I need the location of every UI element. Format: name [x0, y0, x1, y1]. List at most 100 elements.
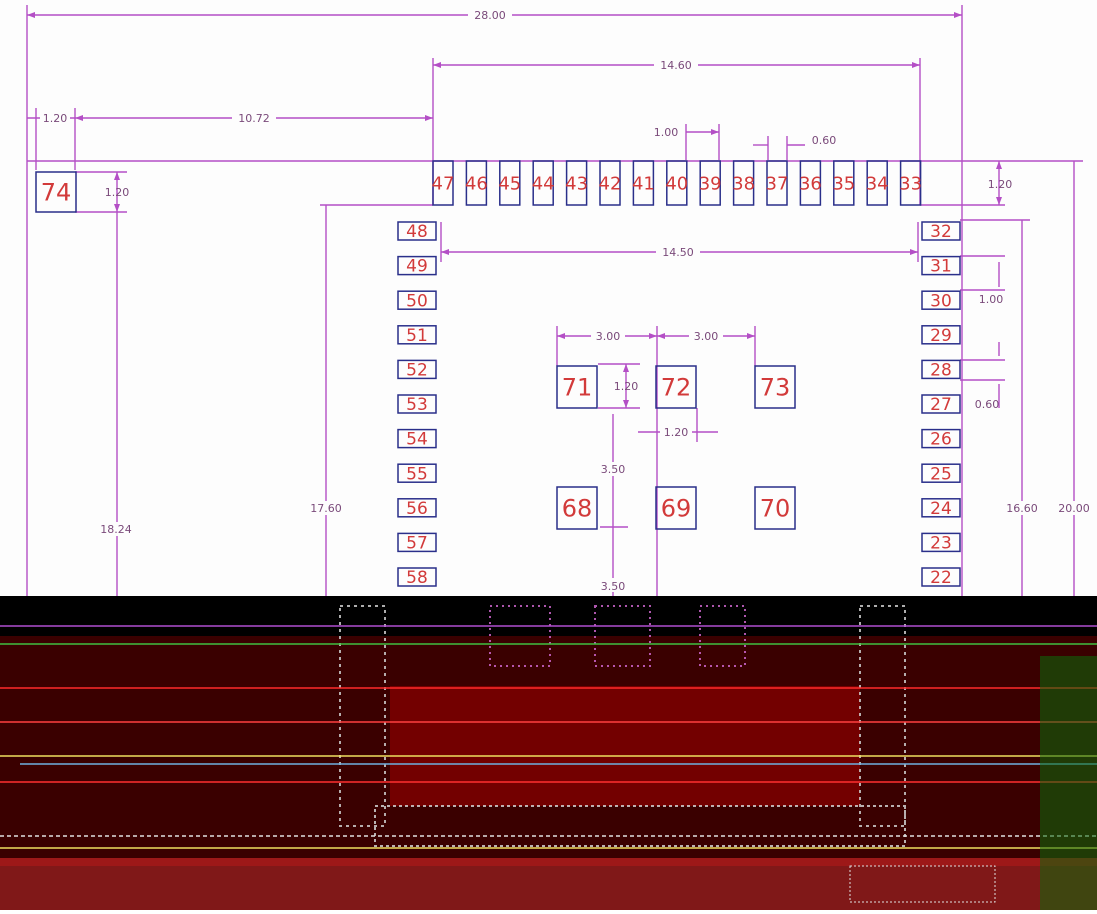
pad-right-32-label: 32	[930, 222, 952, 242]
pad-center-70	[754, 486, 796, 530]
pad-center-71-label: 71	[562, 374, 593, 402]
pad-top-34-label: 34	[866, 173, 889, 194]
pad-left-56-label: 56	[406, 499, 428, 519]
dim-center-vert-b: 3.50	[601, 580, 626, 593]
pad-right-28	[921, 359, 961, 380]
dim-right-height-inner: 16.60	[1006, 502, 1038, 515]
dim-inner-span: 14.50	[662, 246, 694, 259]
pad-left-56	[397, 498, 437, 518]
pad-left-57-label: 57	[406, 534, 428, 554]
pad-top-40-label: 40	[665, 173, 688, 194]
pad-left-53-label: 53	[406, 395, 428, 415]
pad-right-30-label: 30	[930, 291, 952, 311]
pad-left-58-label: 58	[406, 568, 428, 588]
pad-left-54-label: 54	[406, 430, 428, 450]
pad-top-42	[599, 160, 621, 206]
pad-corner-74-label: 74	[41, 179, 72, 207]
dim-center-pitch-b: 3.00	[694, 330, 719, 343]
pad-right-25	[921, 463, 961, 483]
pad-right-28-label: 28	[930, 361, 952, 381]
pad-left-49	[397, 255, 437, 276]
dim-right-pitch: 1.00	[979, 293, 1004, 306]
pad-right-23-label: 23	[930, 534, 952, 554]
pad-left-55	[397, 463, 437, 483]
pad-right-29	[921, 325, 961, 345]
pad-top-38-label: 38	[732, 173, 755, 194]
pad-right-23	[921, 532, 961, 553]
arrowheads	[27, 12, 1002, 408]
pad-top-38	[732, 160, 755, 206]
pad-left-52	[397, 359, 437, 380]
pad-top-44-label: 44	[532, 173, 555, 194]
pad-center-69	[655, 486, 697, 530]
pads	[35, 160, 961, 587]
pad-right-26-label: 26	[930, 430, 952, 450]
pad-left-51	[397, 325, 437, 345]
pad-top-36-label: 36	[799, 173, 822, 194]
pad-top-35-label: 35	[832, 173, 855, 194]
pad-left-51-label: 51	[406, 326, 428, 346]
pad-top-45-label: 45	[498, 173, 521, 194]
pad-left-48	[397, 221, 437, 241]
dim-left-offset: 10.72	[238, 112, 270, 125]
pad-center-71	[556, 365, 598, 409]
pad-top-37-label: 37	[766, 173, 789, 194]
dim-center-pitch-a: 3.00	[596, 330, 621, 343]
pad-right-30	[921, 290, 961, 310]
dim-overall-width: 28.00	[474, 9, 506, 22]
pad-top-39	[699, 160, 721, 206]
pad-top-46-label: 46	[465, 173, 488, 194]
pad-right-32	[921, 221, 961, 241]
dim-top-pitch: 1.00	[654, 126, 679, 139]
pad-right-22-label: 22	[930, 568, 952, 588]
dim-right-height-outer: 20.00	[1058, 502, 1090, 515]
pad-top-47	[432, 160, 454, 206]
dim-center-vert-a: 3.50	[601, 463, 626, 476]
pad-top-43-label: 43	[565, 173, 588, 194]
pad-top-46	[465, 160, 488, 206]
dim-right-top: 1.20	[988, 178, 1013, 191]
dim-pad74-height: 1.20	[105, 186, 130, 199]
pad-top-41	[632, 160, 655, 206]
pad-left-57	[397, 532, 437, 553]
pad-top-33	[899, 160, 922, 206]
pad-top-37	[766, 160, 788, 206]
pad-right-24	[921, 498, 961, 518]
pad-right-22	[921, 567, 961, 587]
pad-corner-74	[35, 171, 77, 213]
pad-left-50-label: 50	[406, 291, 428, 311]
pad-center-68-label: 68	[562, 495, 593, 523]
corrupted-region	[0, 596, 1097, 910]
pad-left-48-label: 48	[406, 222, 428, 242]
pad-right-27-label: 27	[930, 395, 952, 415]
pad-left-58	[397, 567, 437, 587]
dim-body-height: 17.60	[310, 502, 342, 515]
pad-top-36	[799, 160, 822, 206]
pad-center-73-label: 73	[760, 374, 791, 402]
pad-right-31	[921, 255, 961, 276]
pad-left-53	[397, 394, 437, 414]
pad-right-25-label: 25	[930, 464, 952, 484]
dim-right-gap: 0.60	[975, 398, 1000, 411]
pad-center-72	[655, 365, 697, 409]
dim-left-height: 18.24	[100, 523, 132, 536]
pad-top-42-label: 42	[599, 173, 622, 194]
pad-center-68	[556, 486, 598, 530]
pad-center-70-label: 70	[760, 495, 791, 523]
pad-center-69-label: 69	[661, 495, 692, 523]
dim-top-row-span: 14.60	[660, 59, 692, 72]
dim-top-gap: 0.60	[812, 134, 837, 147]
pad-top-44	[532, 160, 554, 206]
pad-center-73	[754, 365, 796, 409]
pad-right-27	[921, 394, 961, 414]
pad-left-55-label: 55	[406, 464, 428, 484]
dimension-lines	[26, 5, 1083, 596]
pad-top-41-label: 41	[632, 173, 655, 194]
pad-left-54	[397, 428, 437, 449]
pad-top-45	[499, 160, 521, 206]
pad-left-50	[397, 290, 437, 310]
dim-center-pad-size: 1.20	[614, 380, 639, 393]
